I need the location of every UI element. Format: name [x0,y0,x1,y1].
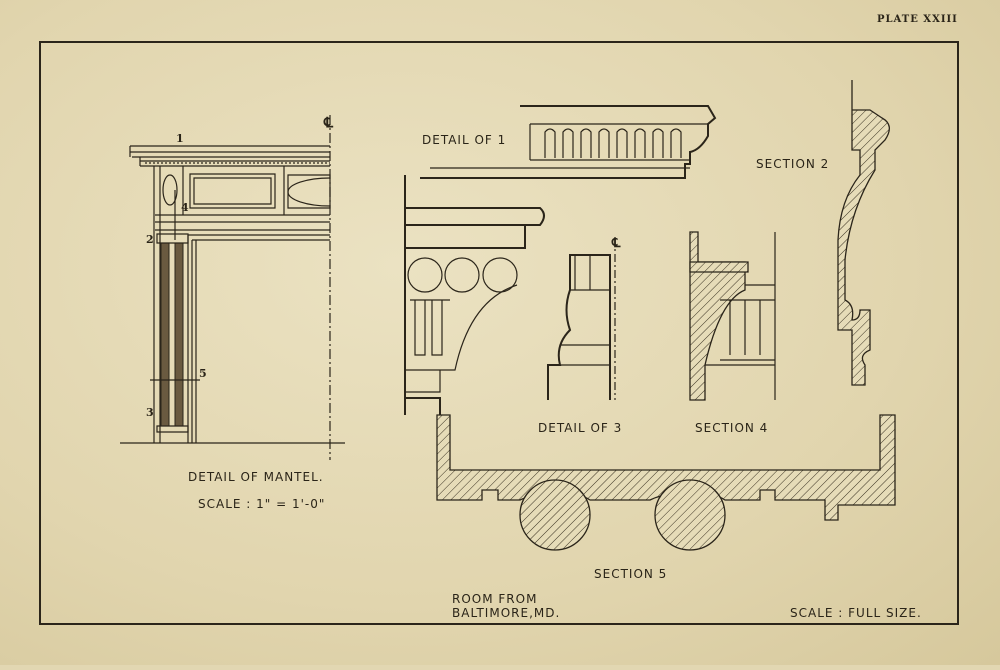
detail-1-drawing: DETAIL OF 1 [420,105,717,179]
detail-3-drawing: ℄ DETAIL OF 3 [538,236,622,435]
plate-border [39,41,959,625]
section-2-label: SECTION 2 [756,157,829,171]
section-5-drawing: SECTION 5 [436,414,896,581]
detail-3-centerline-symbol: ℄ [611,236,621,251]
mantel-marker-3: 3 [146,406,154,419]
mantel-marker-2: 2 [146,233,154,246]
mantel-centerline-symbol: ℄ [323,115,334,131]
dentil-flute [634,128,646,158]
dentil-flute [544,128,556,158]
bracket-detail [404,175,545,415]
section-4-label: SECTION 4 [695,421,768,435]
room-origin-line-1: ROOM FROM [452,592,537,606]
mantel-marker-5: 5 [199,367,207,380]
mantel-marker-4: 4 [181,201,189,214]
section-2-drawing: SECTION 2 [756,80,890,386]
dentil-flute [616,128,628,158]
section-4-drawing: SECTION 4 [689,231,776,435]
detail-1-label: DETAIL OF 1 [422,133,506,147]
section-5-label: SECTION 5 [594,567,667,581]
full-size-scale: SCALE : FULL SIZE. [790,606,922,620]
dentil-flute [598,128,610,158]
dentil-flute [562,128,574,158]
dentil-flute [580,128,592,158]
mantel-scale: SCALE : 1" = 1'-0" [198,497,325,511]
mantel-title: DETAIL OF MANTEL. [188,470,324,484]
dentil-flute [652,128,664,158]
plate-label: PLATE XXIII [877,14,958,25]
column-section-right [654,479,726,551]
dentil-flute [670,128,682,158]
mantel-elevation: ℄ 1 2 3 4 5 DETAIL OF MANTEL. SCALE : 1"… [120,115,345,511]
room-origin-line-2: BALTIMORE,MD. [452,606,560,620]
column-section-left [519,479,591,551]
mantel-marker-1: 1 [176,132,184,145]
detail-3-label: DETAIL OF 3 [538,421,622,435]
